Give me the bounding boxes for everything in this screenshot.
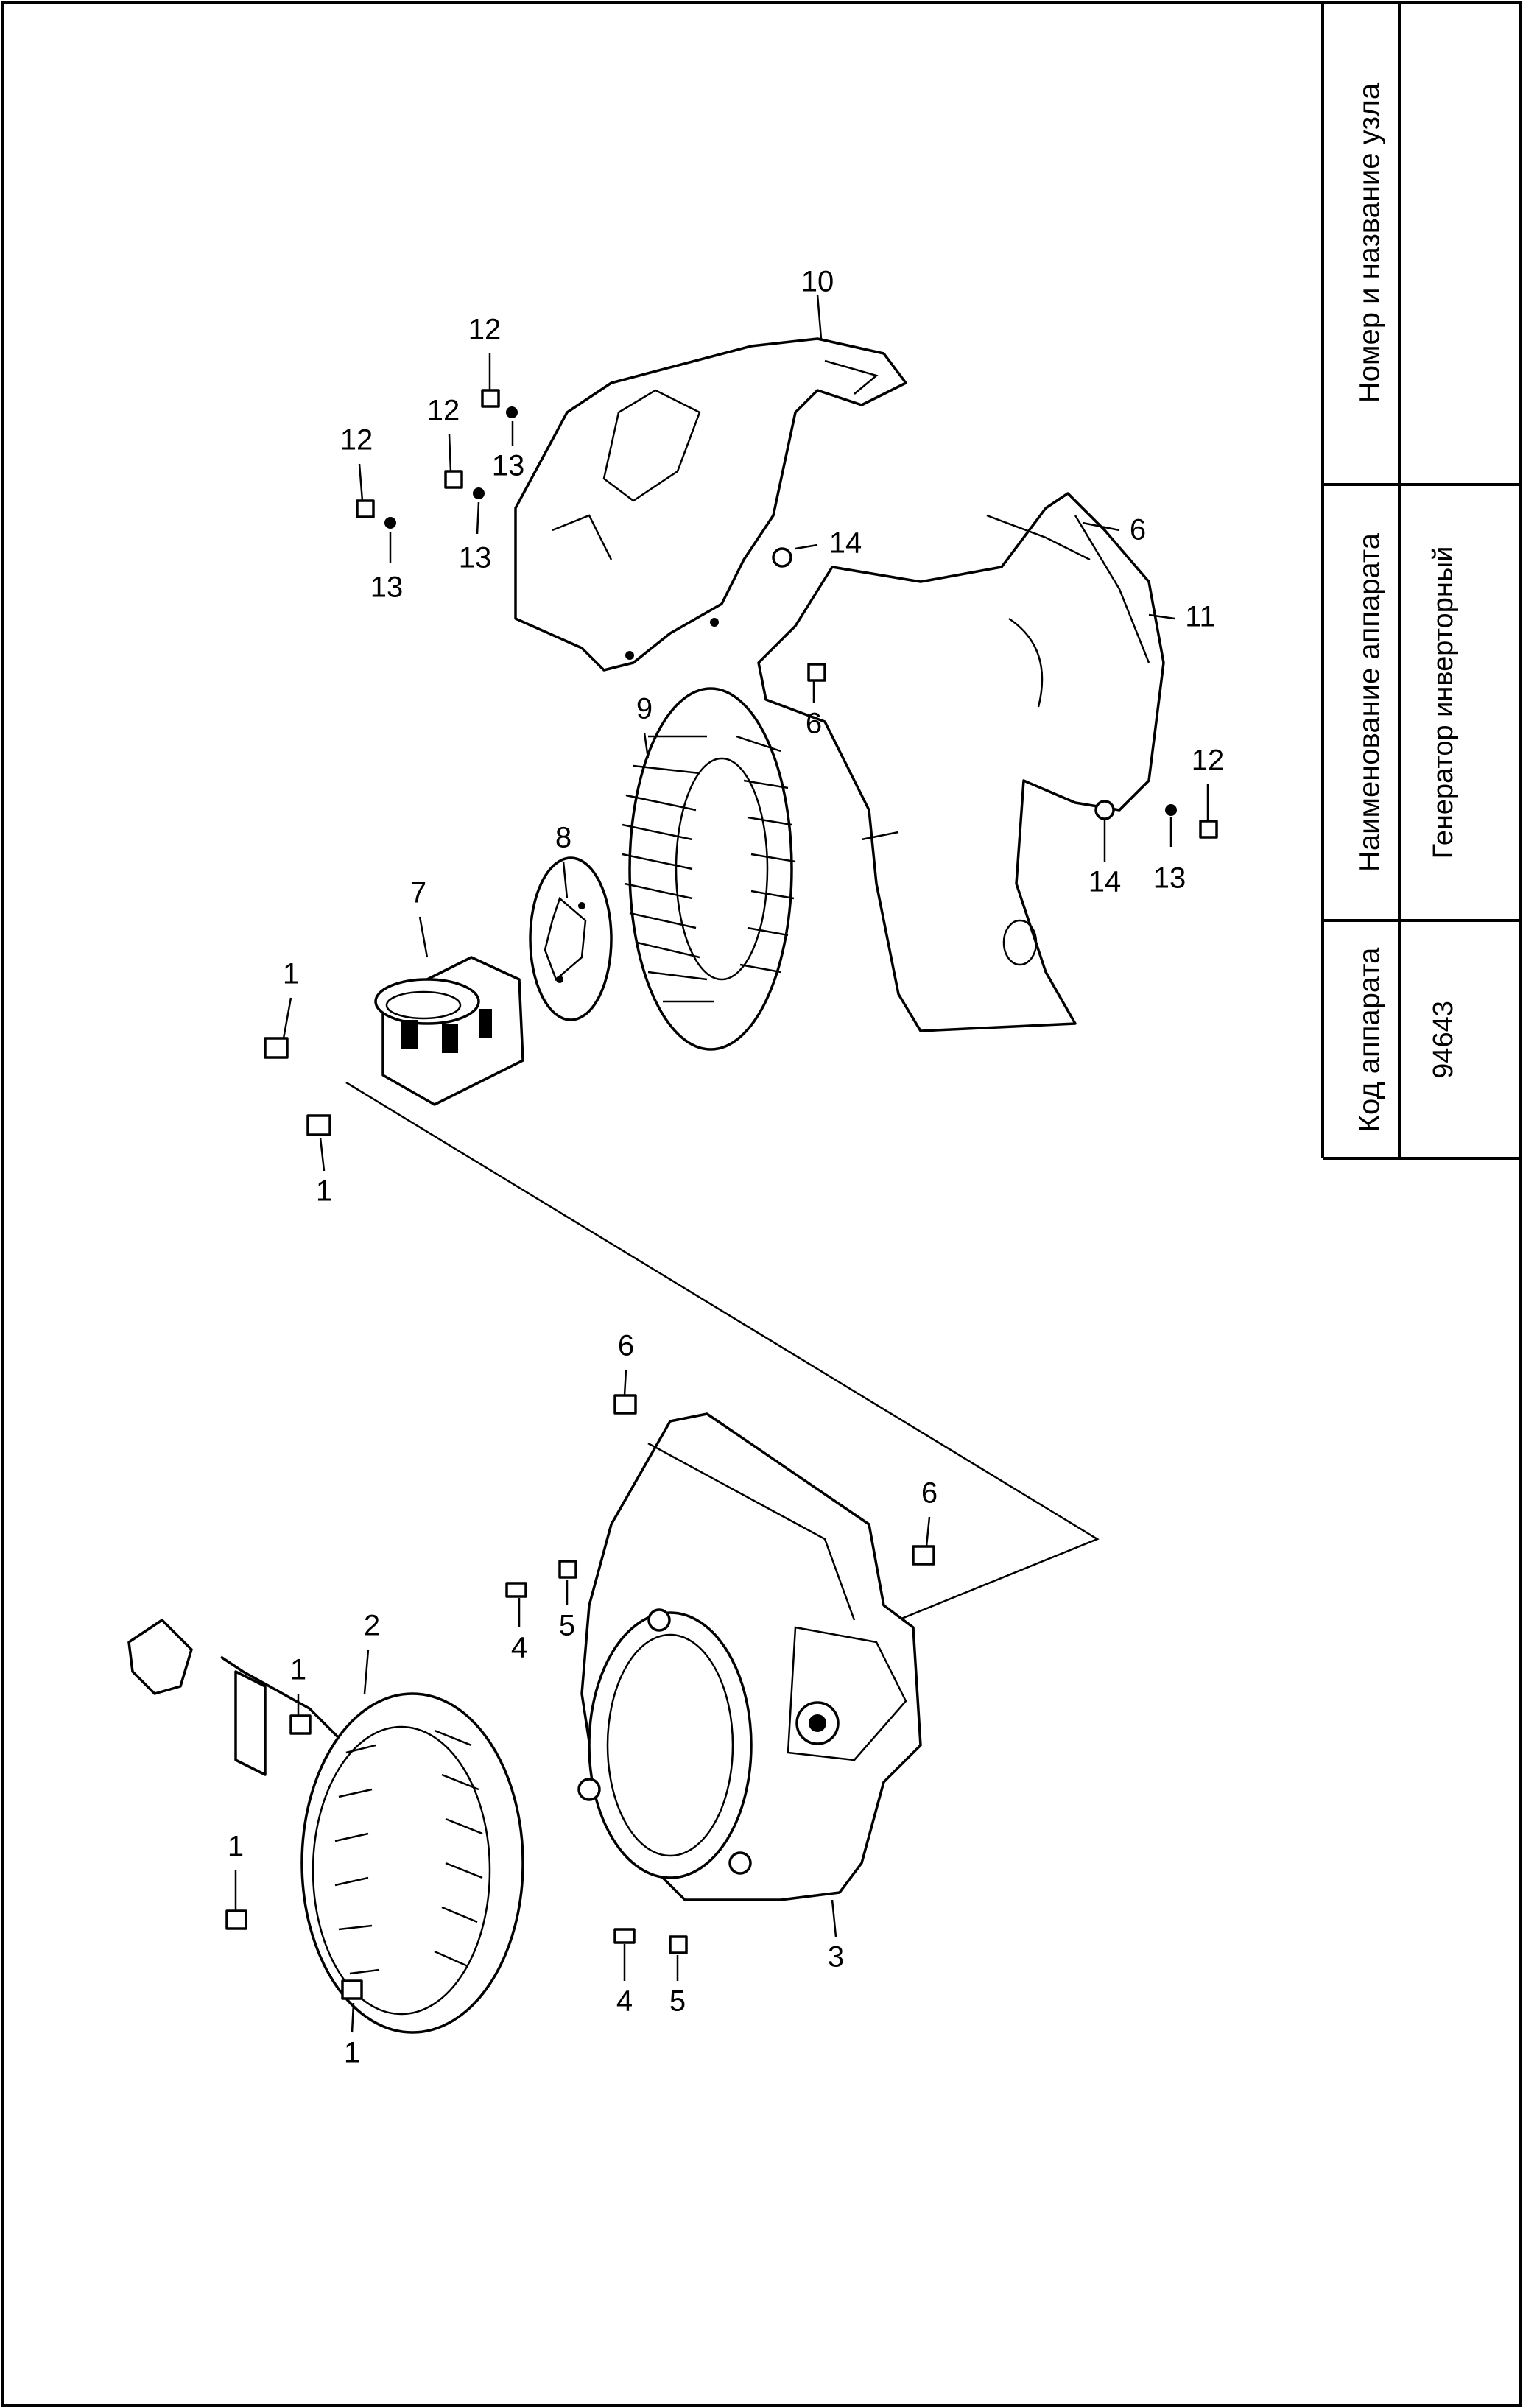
callout-1: 1 [290,1654,306,1686]
callout-1: 1 [316,1175,332,1208]
fasteners [225,389,1218,2000]
callout-12: 12 [468,314,502,346]
callouts: 1 1 1 1 1 2 3 4 4 5 5 6 6 6 6 7 8 9 10 1… [228,266,1224,2069]
callout-3: 3 [828,1941,844,1974]
fan-housing [577,1412,922,1901]
assembly-line [345,1081,1100,1636]
callout-5: 5 [669,1985,686,2018]
callout-12: 12 [1192,744,1225,777]
callout-6: 6 [921,1477,938,1510]
recoil-starter [127,1619,524,2034]
callout-8: 8 [555,822,571,854]
callout-1: 1 [344,2037,360,2069]
rear-shroud [757,492,1165,1032]
callout-13: 13 [370,571,404,604]
plate [529,856,613,1021]
callout-6: 6 [806,708,822,740]
col3-header: Код аппарата [1354,947,1386,1132]
callout-4: 4 [616,1985,633,2018]
col2-value: Генератор инверторный [1428,546,1459,859]
callout-6: 6 [1130,514,1146,546]
callout-10: 10 [801,266,834,298]
callout-14: 14 [1088,866,1122,898]
callout-1: 1 [228,1831,244,1863]
callout-11: 11 [1185,601,1216,633]
callout-12: 12 [427,395,460,427]
callout-5: 5 [559,1610,575,1642]
title-block: Номер и название узла Наименование аппар… [1321,3,1520,1160]
col1-header: Номер и название узла [1354,82,1386,403]
callout-9: 9 [636,693,653,725]
col3-value: 94643 [1428,1001,1459,1079]
callout-2: 2 [364,1610,380,1642]
callout-13: 13 [459,542,492,574]
leader-lines [234,294,1209,2033]
callout-14: 14 [829,527,862,560]
callout-7: 7 [410,877,426,909]
callout-13: 13 [1153,862,1186,895]
callout-6: 6 [618,1330,634,1362]
callout-12: 12 [340,424,373,457]
callout-4: 4 [511,1632,527,1664]
col2-header: Наименование аппарата [1354,532,1386,872]
starter-cup [374,956,524,1106]
callout-1: 1 [283,958,299,990]
callout-13: 13 [492,450,525,482]
upper-shroud [514,337,907,672]
fan [622,687,796,1051]
